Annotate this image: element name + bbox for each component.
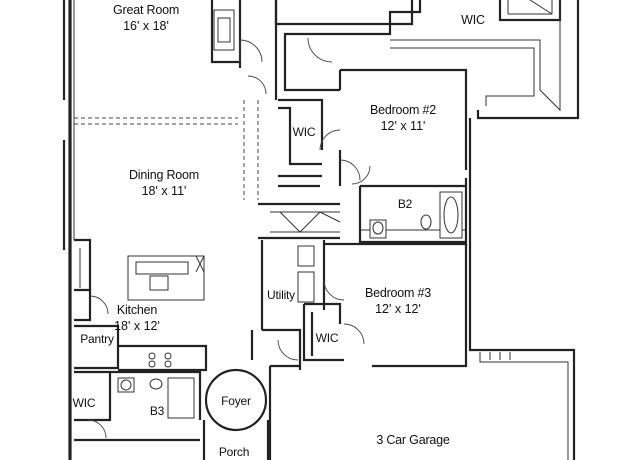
pantry-name: Pantry <box>80 332 114 346</box>
great-room-label: Great Room 16' x 18' <box>113 3 179 34</box>
master-wic-label: WIC <box>461 13 485 29</box>
b2-label: B2 <box>398 197 412 212</box>
dining-room-size: 18' x 11' <box>141 183 187 198</box>
dining-room-name: Dining Room <box>128 168 200 182</box>
garage-label: 3 Car Garage <box>376 433 450 449</box>
b3-wic-label: WIC <box>73 396 96 411</box>
bedroom2-label: Bedroom #2 12' x 11' <box>370 103 436 134</box>
porch-name: Porch <box>218 445 250 459</box>
bedroom3-wic-label: WIC <box>316 331 339 346</box>
b3-wic-name: WIC <box>72 396 96 410</box>
b3-name: B3 <box>149 404 165 418</box>
great-room-size: 16' x 18' <box>123 18 169 33</box>
hall-wic-label: WIC <box>293 125 316 140</box>
master-wic-name: WIC <box>461 13 485 27</box>
kitchen-name: Kitchen <box>116 303 158 317</box>
exterior-walls <box>62 0 580 460</box>
great-room-name: Great Room <box>112 3 180 17</box>
garage-name: 3 Car Garage <box>376 433 450 447</box>
hall-wic-name: WIC <box>292 125 316 139</box>
bedroom3-size: 12' x 12' <box>375 301 421 316</box>
dining-room-label: Dining Room 18' x 11' <box>129 168 199 199</box>
pantry-label: Pantry <box>80 332 114 347</box>
b3-label: B3 <box>150 404 164 419</box>
foyer-name: Foyer <box>221 394 251 408</box>
foyer-label: Foyer <box>221 394 251 409</box>
porch-label: Porch <box>218 445 250 460</box>
kitchen-label: Kitchen 18' x 12' <box>114 303 160 334</box>
utility-label: Utility <box>267 288 295 303</box>
bedroom2-size: 12' x 11' <box>380 118 426 133</box>
bedroom3-wic-name: WIC <box>315 331 339 345</box>
bedroom3-name: Bedroom #3 <box>364 286 432 300</box>
b2-name: B2 <box>397 197 413 211</box>
kitchen-size: 18' x 12' <box>114 318 160 333</box>
bedroom3-label: Bedroom #3 12' x 12' <box>365 286 431 317</box>
bedroom2-name: Bedroom #2 <box>369 103 437 117</box>
utility-name: Utility <box>267 288 295 302</box>
door-swings <box>87 37 371 439</box>
